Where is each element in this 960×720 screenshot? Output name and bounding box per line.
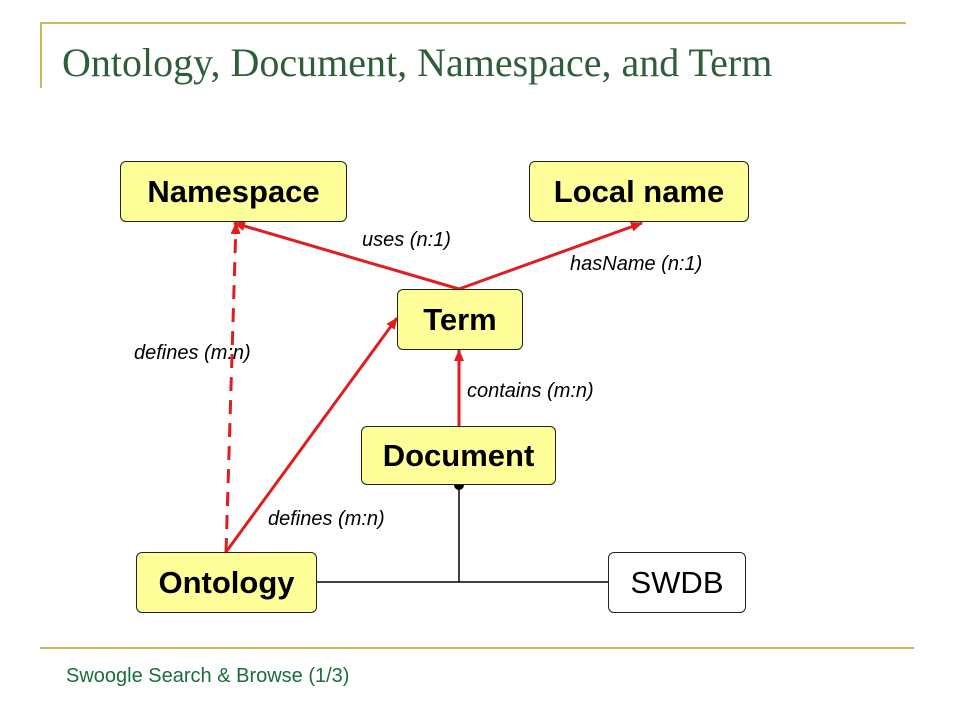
frame-top-line — [40, 22, 906, 24]
localname-node: Local name — [529, 161, 749, 222]
namespace-node: Namespace — [120, 161, 347, 222]
ontology-node-label: Ontology — [158, 564, 295, 600]
frame-left-line — [40, 22, 42, 88]
edge-label-uses: uses (n:1) — [362, 229, 451, 251]
term-node-label: Term — [423, 301, 497, 337]
term-node: Term — [397, 289, 523, 350]
edge-hasname-arrow — [458, 221, 643, 291]
swdb-node-label: SWDB — [630, 564, 724, 600]
document-node-label: Document — [382, 437, 535, 473]
document-node: Document — [361, 426, 556, 485]
ontology-node: Ontology — [136, 552, 317, 613]
edge-label-hasname: hasName (n:1) — [570, 253, 703, 275]
namespace-node-label: Namespace — [147, 173, 320, 209]
swdb-node: SWDB — [608, 552, 746, 613]
edge-label-defines-term: defines (m:n) — [268, 508, 385, 530]
slide-title: Ontology, Document, Namespace, and Term — [62, 40, 773, 85]
localname-node-label: Local name — [553, 173, 725, 209]
edge-defines-namespace-arrow — [224, 222, 241, 553]
frame-bottom-line — [40, 647, 914, 649]
edge-label-defines-namespace: defines (m:n) — [134, 342, 251, 364]
edge-uses-arrow — [233, 221, 460, 291]
edge-defines-term-arrow — [224, 317, 399, 553]
edge-label-contains: contains (m:n) — [467, 380, 594, 402]
slide-footer: Swoogle Search & Browse (1/3) — [66, 665, 350, 687]
